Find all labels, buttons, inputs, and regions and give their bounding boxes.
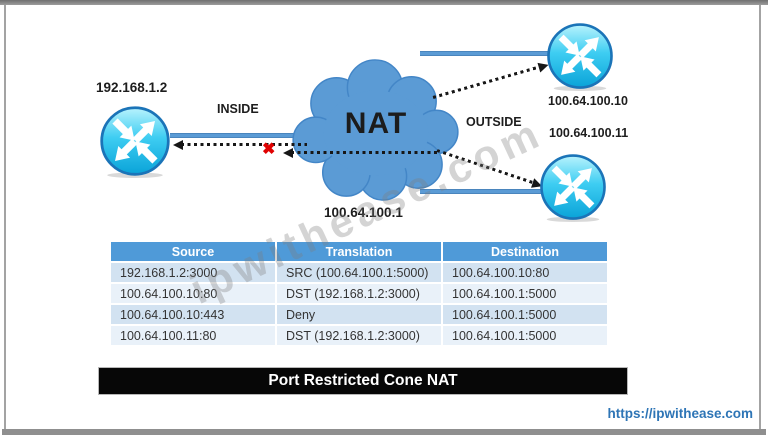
column-header-source: Source bbox=[111, 242, 275, 261]
router-icon-outside-2 bbox=[540, 154, 606, 222]
link-line-nat-to-outside-router-1 bbox=[420, 51, 549, 56]
site-url-link[interactable]: https://ipwithease.com bbox=[607, 406, 753, 421]
frame-border-bottom bbox=[2, 429, 766, 435]
table-cell: 100.64.100.10:80 bbox=[111, 284, 275, 303]
inside-zone-label: INSIDE bbox=[217, 102, 259, 116]
table-row: 192.168.1.2:3000 SRC (100.64.100.1:5000)… bbox=[111, 263, 607, 282]
dotted-arrow-nat-to-inside-router bbox=[173, 139, 307, 150]
arrowhead-icon bbox=[173, 139, 183, 150]
table-row: 100.64.100.10:443 Deny 100.64.100.1:5000 bbox=[111, 305, 607, 324]
arrowhead-icon bbox=[283, 147, 293, 158]
frame-border-top bbox=[0, 0, 768, 5]
table-cell: 100.64.100.1:5000 bbox=[443, 284, 607, 303]
table-cell: 100.64.100.10:443 bbox=[111, 305, 275, 324]
table-cell: 100.64.100.1:5000 bbox=[443, 326, 607, 345]
frame-border-left bbox=[4, 5, 6, 429]
link-line-nat-to-outside-router-2 bbox=[420, 189, 547, 194]
router-icon-inside bbox=[100, 106, 170, 178]
table-cell: 100.64.100.11:80 bbox=[111, 326, 275, 345]
link-line-inside-router-to-nat bbox=[170, 133, 308, 138]
table-row: 100.64.100.11:80 DST (192.168.1.2:3000) … bbox=[111, 326, 607, 345]
table-cell: 100.64.100.10:80 bbox=[443, 263, 607, 282]
table-cell: SRC (100.64.100.1:5000) bbox=[277, 263, 441, 282]
table-cell: DST (192.168.1.2:3000) bbox=[277, 284, 441, 303]
table-header-row: Source Translation Destination bbox=[111, 242, 607, 261]
diagram-title-banner: Port Restricted Cone NAT bbox=[98, 367, 628, 395]
blocked-x-icon: ✖ bbox=[262, 141, 276, 158]
column-header-translation: Translation bbox=[277, 242, 441, 261]
table-cell: Deny bbox=[277, 305, 441, 324]
table-row: 100.64.100.10:80 DST (192.168.1.2:3000) … bbox=[111, 284, 607, 303]
column-header-destination: Destination bbox=[443, 242, 607, 261]
table-cell: DST (192.168.1.2:3000) bbox=[277, 326, 441, 345]
outside-router2-ip-label: 100.64.100.11 bbox=[549, 126, 629, 140]
table-cell: 100.64.100.1:5000 bbox=[443, 305, 607, 324]
outside-zone-label: OUTSIDE bbox=[466, 115, 522, 129]
outside-router1-ip-label: 100.64.100.10 bbox=[548, 94, 628, 108]
inside-router-ip-label: 192.168.1.2 bbox=[96, 80, 168, 95]
nat-public-ip-label: 100.64.100.1 bbox=[324, 205, 403, 220]
nat-cloud-label: NAT bbox=[344, 107, 408, 140]
table-cell: 192.168.1.2:3000 bbox=[111, 263, 275, 282]
nat-translation-table: Source Translation Destination 192.168.1… bbox=[109, 240, 609, 347]
router-icon-outside-1 bbox=[547, 23, 613, 91]
frame-border-right bbox=[759, 5, 761, 429]
dotted-arrow-blocked-flow bbox=[283, 147, 437, 158]
